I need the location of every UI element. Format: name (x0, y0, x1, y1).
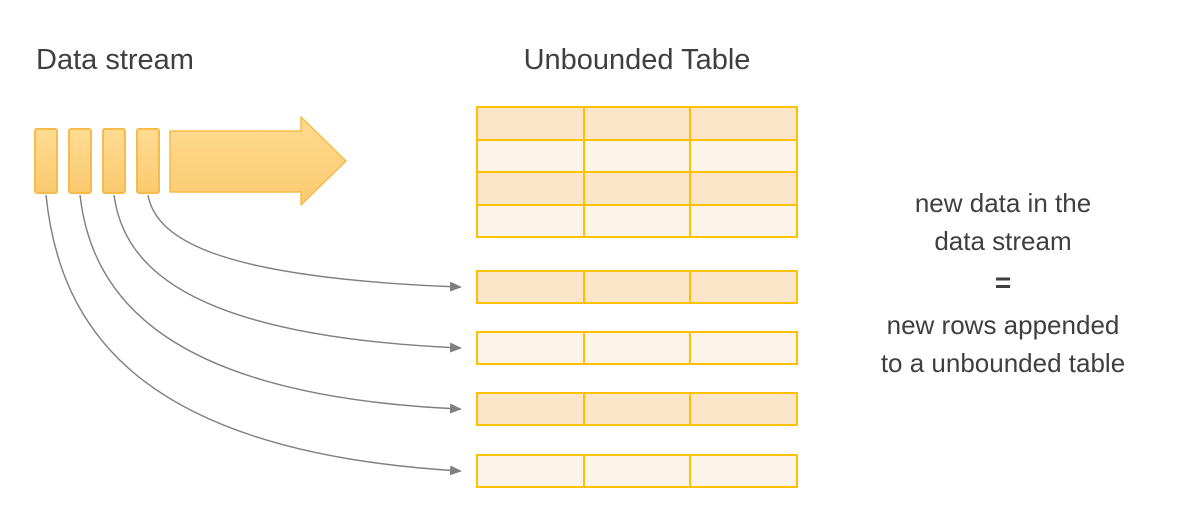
table-cell (478, 456, 583, 486)
table-cell (691, 108, 796, 139)
stream-bar-3 (102, 128, 126, 194)
stream-bar-2 (68, 128, 92, 194)
annotation-line-2: data stream (934, 226, 1072, 256)
annotation-line-3: new rows appended (886, 310, 1120, 340)
appended-row-1 (476, 270, 798, 304)
table-cell (584, 394, 690, 424)
table-cell (584, 108, 690, 139)
table-cell (691, 173, 796, 204)
table-cell (584, 456, 690, 486)
appended-row-2 (476, 331, 798, 365)
stream-bar-1 (34, 128, 58, 194)
table-cell (691, 272, 796, 302)
table-cell (478, 205, 583, 236)
stream-arrow (169, 116, 347, 206)
table-cell (584, 140, 690, 171)
table-cell (691, 456, 796, 486)
stream-bar-4 (136, 128, 160, 194)
annotation-text: new data in the data stream = new rows a… (848, 184, 1158, 382)
annotation-line-4: to a unbounded table (880, 348, 1126, 378)
table-cell (584, 205, 690, 236)
table-cell (478, 173, 583, 204)
table-cell (584, 333, 690, 363)
table-cell (478, 272, 583, 302)
table-cell (478, 394, 583, 424)
equals-sign: = (994, 267, 1012, 298)
data-stream-title: Data stream (36, 44, 194, 76)
table-cell (691, 333, 796, 363)
table-cell (478, 108, 583, 139)
appended-row-4 (476, 454, 798, 488)
table-cell (584, 272, 690, 302)
appended-row-3 (476, 392, 798, 426)
connector-curve-arrow-4 (45, 194, 462, 476)
connector-curve-arrow-2 (113, 194, 462, 353)
table-cell (691, 205, 796, 236)
connector-curve-arrow-3 (79, 194, 462, 414)
annotation-line-1: new data in the (914, 188, 1092, 218)
table-cell (478, 140, 583, 171)
table-cell (691, 140, 796, 171)
table-cell (691, 394, 796, 424)
unbounded-table-title: Unbounded Table (523, 44, 751, 76)
connector-curve-arrow-1 (147, 194, 462, 292)
table-cell (584, 173, 690, 204)
table-cell (478, 333, 583, 363)
unbounded-table (476, 106, 798, 238)
